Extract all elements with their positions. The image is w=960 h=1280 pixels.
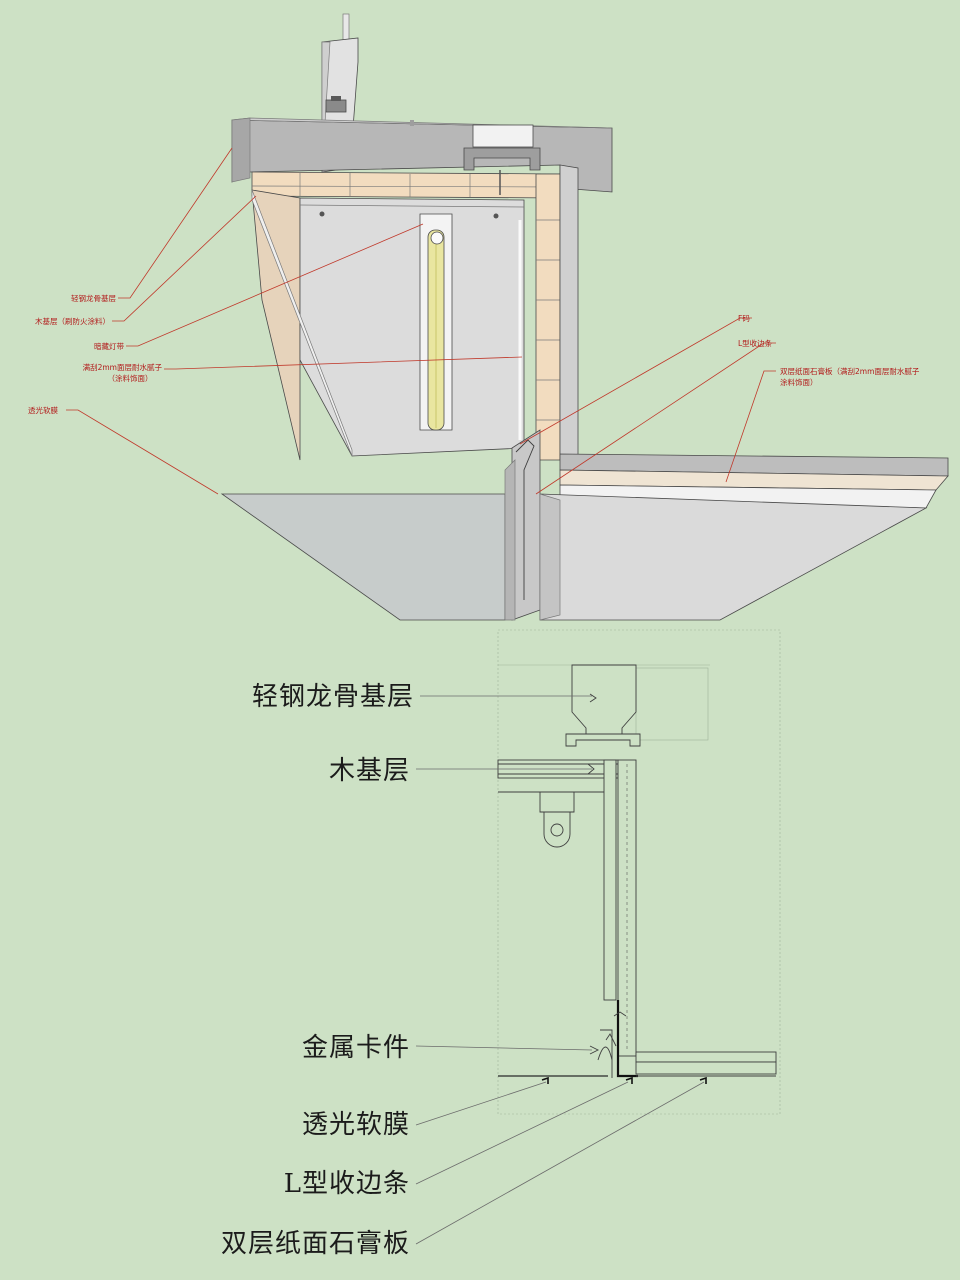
translucent-film-panel: [220, 459, 516, 621]
hidden-light-strip: [419, 213, 453, 431]
label-wood-base: 木基层: [329, 756, 410, 786]
left-board: [251, 189, 525, 461]
double-gypsum-board: [539, 453, 949, 621]
section-view: 轻钢龙骨基层 木基层 金属卡件 透光软膜 L型收边条 双层纸面石膏板: [221, 629, 781, 1259]
label-double-gypsum-line2: 涂料饰面）: [780, 377, 818, 387]
label-hidden-light-strip: 暗藏灯带: [94, 341, 124, 351]
label-l-edge-strip-small: L型收边条: [738, 338, 773, 348]
section-vertical-boards: [498, 759, 637, 1057]
model-labels: 轻钢龙骨基层 木基层（刷防火涂料） 暗藏灯带 满刮2mm面层耐水腻子 （涂料饰面…: [28, 293, 920, 415]
wood-base-layer: [251, 170, 561, 461]
label-putty-finish-line2: （涂料饰面）: [108, 373, 153, 383]
label-f-code: F码: [738, 314, 750, 323]
label-wood-base-small: 木基层（刷防火涂料）: [35, 316, 110, 326]
model-view: 轻钢龙骨基层 木基层（刷防火涂料） 暗藏灯带 满刮2mm面层耐水腻子 （涂料饰面…: [28, 13, 949, 621]
section-wood-base: [497, 759, 619, 848]
label-translucent-film: 透光软膜: [302, 1110, 410, 1140]
label-light-steel-keel-small: 轻钢龙骨基层: [71, 293, 116, 303]
section-l-edge: [613, 1000, 777, 1084]
label-light-steel-keel: 轻钢龙骨基层: [252, 682, 414, 712]
label-putty-finish-line1: 满刮2mm面层耐水腻子: [83, 362, 163, 372]
label-double-gypsum-line1: 双层纸面石膏板（满刮2mm面层耐水腻子: [780, 366, 920, 376]
model-leaders: [66, 147, 776, 495]
label-metal-clip: 金属卡件: [302, 1033, 410, 1063]
section-leaders: [415, 695, 705, 1245]
section-clip: [498, 1029, 617, 1084]
label-l-edge-strip: L型收边条: [284, 1169, 410, 1199]
steel-keel-beam: [231, 117, 613, 193]
section-keel: [565, 664, 641, 747]
f-code-clip: [511, 220, 541, 621]
label-double-gypsum: 双层纸面石膏板: [221, 1229, 410, 1259]
label-translucent-film-small: 透光软膜: [28, 405, 58, 415]
section-labels: 轻钢龙骨基层 木基层 金属卡件 透光软膜 L型收边条 双层纸面石膏板: [221, 682, 414, 1259]
